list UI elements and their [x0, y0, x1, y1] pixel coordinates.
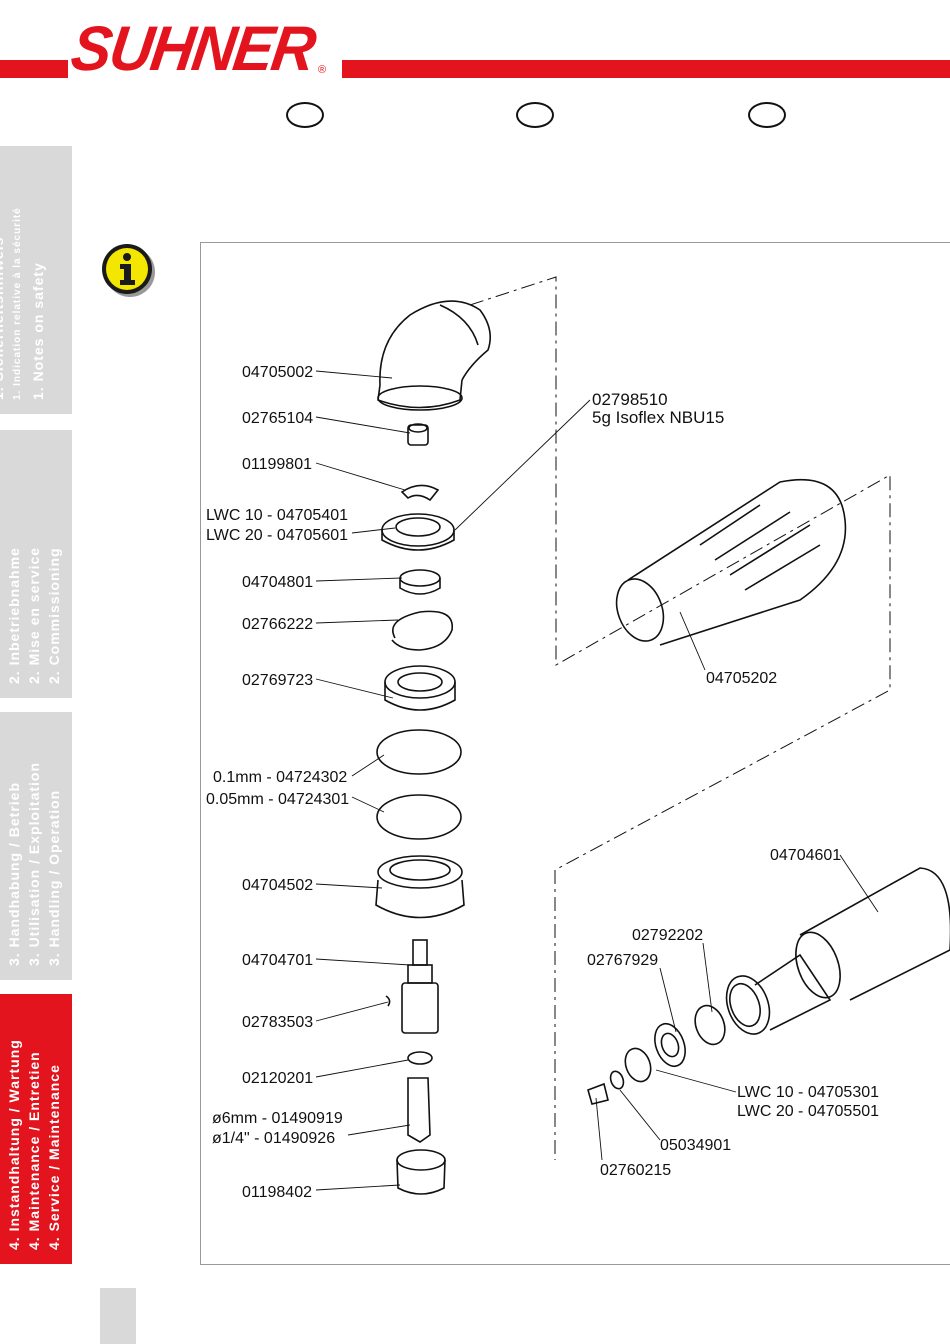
- part-label: 02766222: [242, 616, 313, 633]
- part-label: 02769723: [242, 672, 313, 689]
- screw-part: [587, 1082, 609, 1105]
- leader-lines: [315, 370, 879, 1191]
- washer-rear-part: [694, 1004, 726, 1046]
- part-label: 04704801: [242, 574, 313, 591]
- key-part: [385, 995, 391, 1007]
- sidebar-tab-safety[interactable]: 1. Sicherheitshinweis 1. Indication rela…: [0, 146, 72, 414]
- part-label: LWC 10 - 04705301: [737, 1084, 879, 1101]
- dash-outline: [469, 276, 891, 1160]
- grease-part-number: 02798510: [592, 390, 668, 409]
- diagram-frame: [200, 242, 950, 1265]
- clip-part: [400, 484, 440, 502]
- part-label: 04704701: [242, 952, 313, 969]
- part-label: 02792202: [632, 927, 703, 944]
- rear-bearing-part: [654, 1022, 686, 1068]
- language-circle-1: [286, 102, 324, 128]
- header-bar-right: [342, 60, 950, 78]
- part-label: LWC 20 - 04705601: [206, 527, 348, 544]
- housing-ring-part: [375, 855, 465, 919]
- part-label: 04704502: [242, 877, 313, 894]
- spindle-part: [401, 939, 439, 1034]
- part-label: 04705002: [242, 364, 313, 381]
- part-label: 04704601: [770, 847, 841, 864]
- part-label: 02120201: [242, 1070, 313, 1087]
- language-circle-3: [748, 102, 786, 128]
- part-label: 02783503: [242, 1014, 313, 1031]
- bearing-seat-part: [624, 1047, 652, 1083]
- part-label: 04705202: [706, 670, 777, 687]
- motor-housing-part: [725, 867, 950, 1035]
- brand-registered-mark: ®: [318, 64, 327, 76]
- bearing-cup-part: [381, 513, 455, 551]
- sleeve-part: [407, 423, 429, 446]
- washer-part: [609, 1070, 625, 1090]
- part-label: 01199801: [242, 456, 312, 473]
- part-label: 02760215: [600, 1162, 671, 1179]
- part-label: 0.05mm - 04724301: [206, 791, 349, 808]
- ring-part: [399, 569, 441, 595]
- part-label: 0.1mm - 04724302: [213, 769, 347, 786]
- sidebar-tab-commissioning[interactable]: 2. Inbetriebnahme 2. Mise en service 2. …: [0, 430, 72, 698]
- part-label: 02767929: [587, 952, 658, 969]
- page-footer-block: [100, 1288, 136, 1344]
- sidebar-tab-operation[interactable]: 3. Handhabung / Betrieb 3. Utilisation /…: [0, 712, 72, 980]
- grease-spec: 5g Isoflex NBU15: [592, 408, 724, 427]
- part-label: 02765104: [242, 410, 313, 427]
- shim-ring-01: [376, 729, 462, 775]
- part-label: ø6mm - 01490919: [212, 1110, 343, 1127]
- retaining-ring-part: [391, 610, 453, 651]
- part-label: 05034901: [660, 1137, 731, 1154]
- part-label: ø1/4" - 01490926: [212, 1130, 335, 1147]
- angle-head-part: [377, 300, 491, 411]
- ball-bearing-part: [384, 665, 456, 711]
- collet-part: [407, 1077, 431, 1143]
- part-label: LWC 10 - 04705401: [206, 507, 348, 524]
- spring-ring-part: [407, 1051, 433, 1065]
- info-icon: [102, 244, 155, 297]
- header-bar-left: [0, 60, 68, 78]
- part-label: LWC 20 - 04705501: [737, 1103, 879, 1120]
- sidebar-tab-maintenance[interactable]: 4. Instandhaltung / Wartung 4. Maintenan…: [0, 994, 72, 1264]
- shim-ring-005: [376, 794, 462, 840]
- language-circle-2: [516, 102, 554, 128]
- collet-nut-part: [396, 1149, 446, 1195]
- part-label: 01198402: [242, 1184, 312, 1201]
- grip-sleeve-part: [615, 478, 847, 646]
